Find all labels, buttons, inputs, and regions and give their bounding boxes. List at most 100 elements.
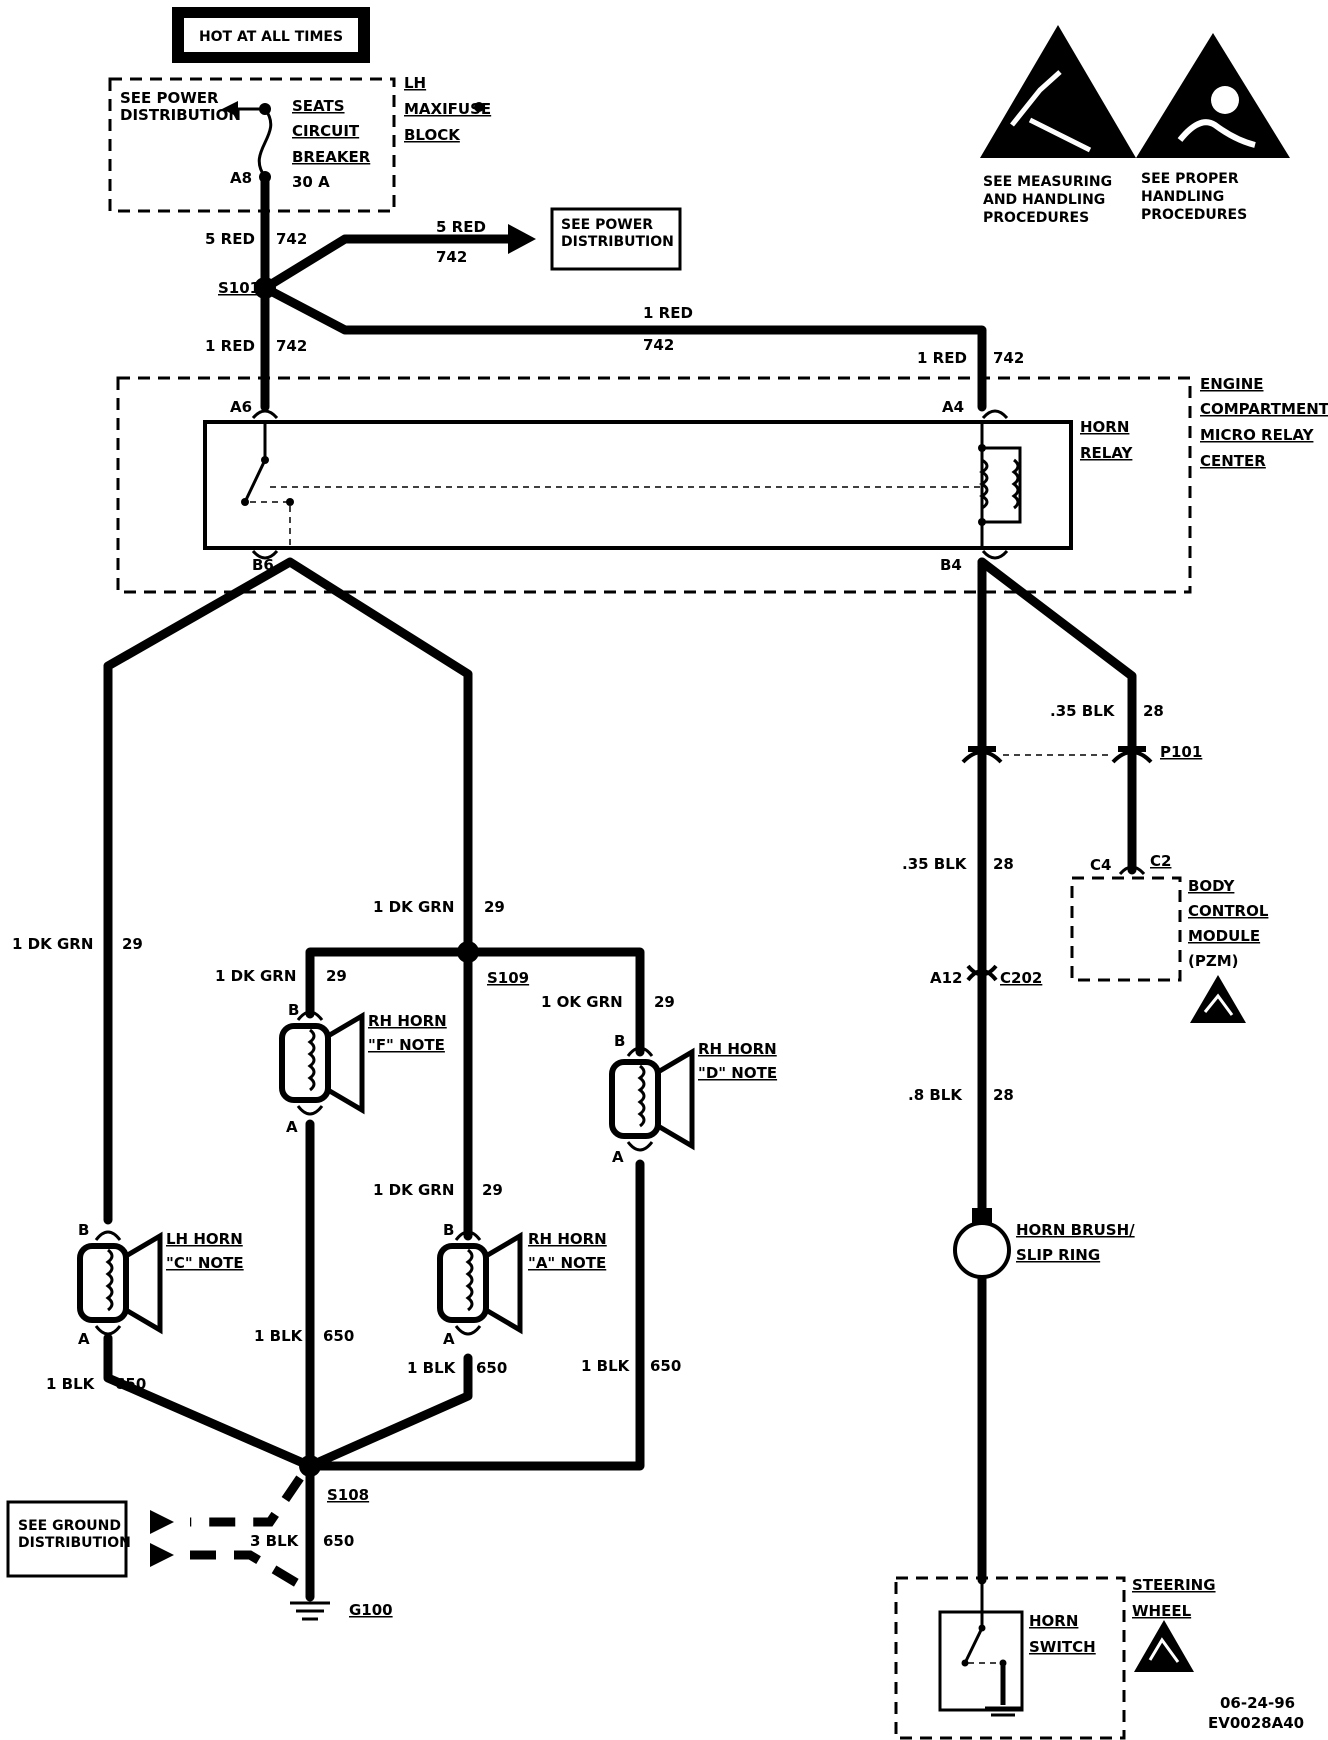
svg-text:ENGINE: ENGINE	[1200, 375, 1264, 393]
svg-text:S108: S108	[327, 1486, 369, 1504]
svg-text:650: 650	[323, 1327, 354, 1345]
svg-text:1 BLK: 1 BLK	[254, 1327, 304, 1345]
svg-text:MODULE: MODULE	[1188, 927, 1260, 945]
svg-text:SEATS: SEATS	[292, 97, 345, 115]
svg-text:.35 BLK: .35 BLK	[902, 855, 968, 873]
svg-text:RH HORN: RH HORN	[528, 1230, 607, 1248]
svg-text:BLOCK: BLOCK	[404, 126, 461, 144]
svg-text:B: B	[614, 1032, 625, 1050]
svg-text:1 DK GRN: 1 DK GRN	[373, 898, 454, 916]
svg-text:DISTRIBUTION: DISTRIBUTION	[120, 106, 241, 124]
svg-text:A: A	[443, 1330, 455, 1348]
splice-s101	[254, 277, 276, 299]
lh-horn-c: B A LH HORN "C" NOTE	[77, 1221, 244, 1348]
svg-text:A12: A12	[930, 969, 962, 987]
wire-label-grn-f: 1 DK GRN 29	[215, 967, 347, 985]
drawing-code: 06-24-96 EV0028A40	[1208, 1694, 1304, 1732]
svg-text:C4: C4	[1090, 856, 1111, 874]
svg-text:RELAY: RELAY	[1080, 444, 1134, 462]
svg-text:S101: S101	[218, 279, 260, 297]
svg-text:.35 BLK: .35 BLK	[1050, 702, 1116, 720]
maxifuse-block: SEE POWER DISTRIBUTION A8 SEATS CIRCUIT …	[108, 74, 491, 213]
wire-label-blk-lh: 1 BLK 650	[46, 1375, 146, 1393]
svg-text:SEE MEASURING: SEE MEASURING	[983, 174, 1112, 190]
wire-label-grn-d: 1 OK GRN 29	[541, 993, 675, 1011]
svg-text:AND HANDLING: AND HANDLING	[983, 192, 1105, 208]
svg-text:06-24-96: 06-24-96	[1220, 1694, 1295, 1712]
svg-text:1 OK GRN: 1 OK GRN	[541, 993, 623, 1011]
splice-s108	[299, 1455, 321, 1477]
wire-label-blk-d: 1 BLK 650	[581, 1357, 681, 1375]
svg-text:3 BLK: 3 BLK	[250, 1532, 300, 1550]
svg-text:PROCEDURES: PROCEDURES	[1141, 207, 1247, 223]
svg-text:B: B	[443, 1221, 454, 1239]
wire-label-grn-a: 1 DK GRN 29	[373, 1181, 503, 1199]
feed-wires: S101	[218, 172, 987, 412]
svg-text:29: 29	[484, 898, 505, 916]
rh-horn-d: B A RH HORN "D" NOTE	[609, 1032, 777, 1166]
svg-text:"A" NOTE: "A" NOTE	[528, 1254, 606, 1272]
horn-feed-wires: S109	[103, 557, 645, 1241]
svg-text:1 DK GRN: 1 DK GRN	[373, 1181, 454, 1199]
svg-text:PROCEDURES: PROCEDURES	[983, 210, 1089, 226]
svg-text:742: 742	[993, 349, 1024, 367]
svg-text:SEE POWER: SEE POWER	[120, 89, 219, 107]
svg-text:29: 29	[654, 993, 675, 1011]
hot-at-all-times-banner: HOT AT ALL TIMES	[172, 7, 370, 63]
svg-text:SEE PROPER: SEE PROPER	[1141, 171, 1239, 187]
ground-g100-icon: G100	[290, 1601, 393, 1621]
connector-c202: C202	[1000, 969, 1042, 987]
svg-text:1 BLK: 1 BLK	[581, 1357, 631, 1375]
svg-text:MICRO RELAY: MICRO RELAY	[1200, 426, 1315, 444]
svg-text:30 A: 30 A	[292, 173, 330, 191]
svg-text:742: 742	[643, 336, 674, 354]
rh-horn-a: B A RH HORN "A" NOTE	[437, 1221, 607, 1348]
svg-text:29: 29	[326, 967, 347, 985]
svg-text:HORN: HORN	[1029, 1612, 1078, 1630]
svg-text:5 RED: 5 RED	[205, 230, 255, 248]
svg-text:"F" NOTE: "F" NOTE	[368, 1036, 445, 1054]
wire-label-1red-c: 1 RED 742	[917, 349, 1024, 367]
svg-text:5 RED: 5 RED	[436, 218, 486, 236]
wire-label-1red-a: 1 RED 742	[205, 337, 307, 355]
svg-text:650: 650	[115, 1375, 146, 1393]
rh-horn-f: B A RH HORN "F" NOTE	[279, 1001, 447, 1136]
horn-switch: HORN SWITCH	[938, 1580, 1096, 1717]
svg-text:"C" NOTE: "C" NOTE	[166, 1254, 244, 1272]
bcm-esd-icon	[1190, 975, 1246, 1023]
svg-text:1 RED: 1 RED	[205, 337, 255, 355]
wire-label-blk-f: 1 BLK 650	[254, 1327, 354, 1345]
horn-relay: HORN RELAY A6 A4 B6 B4	[203, 398, 1134, 574]
svg-text:WHEEL: WHEEL	[1132, 1602, 1192, 1620]
wire-label-5red-b: 5 RED 742	[436, 218, 486, 266]
svg-text:28: 28	[993, 855, 1014, 873]
fuse-pin-a8: A8	[230, 169, 252, 187]
svg-text:1 RED: 1 RED	[643, 304, 693, 322]
svg-text:28: 28	[993, 1086, 1014, 1104]
wire-label-1red-b: 1 RED 742	[643, 304, 693, 354]
power-distribution-box: SEE POWER DISTRIBUTION	[550, 207, 682, 271]
wire-label-blk-g: 3 BLK 650	[250, 1532, 354, 1550]
svg-text:1 DK GRN: 1 DK GRN	[215, 967, 296, 985]
svg-text:A: A	[612, 1148, 624, 1166]
svg-text:EV0028A40: EV0028A40	[1208, 1714, 1304, 1732]
svg-text:HOT AT ALL TIMES: HOT AT ALL TIMES	[199, 29, 343, 45]
svg-text:1 RED: 1 RED	[917, 349, 967, 367]
micro-relay-center: ENGINE COMPARTMENT MICRO RELAY CENTER	[116, 375, 1328, 594]
svg-text:28: 28	[1143, 702, 1164, 720]
horn-ground-wires: S108	[103, 1119, 645, 1602]
wire-label-5red-a: 5 RED 742	[205, 230, 307, 248]
svg-text:742: 742	[276, 230, 307, 248]
svg-text:MAXIFUSE: MAXIFUSE	[404, 100, 491, 118]
wire-label-grn-mid: 1 DK GRN 29	[373, 898, 505, 916]
svg-text:STEERING: STEERING	[1132, 1576, 1216, 1594]
wire-label-blk-a: 1 BLK 650	[407, 1359, 507, 1377]
svg-text:B: B	[78, 1221, 89, 1239]
horn-slip-ring: HORN BRUSH/ SLIP RING	[953, 1208, 1135, 1279]
airbag-warning-icon: SEE PROPER HANDLING PROCEDURES	[1136, 33, 1290, 223]
svg-text:COMPARTMENT: COMPARTMENT	[1200, 400, 1328, 418]
esd-warning-icon: SEE MEASURING AND HANDLING PROCEDURES	[980, 25, 1136, 226]
svg-text:650: 650	[476, 1359, 507, 1377]
svg-text:RH HORN: RH HORN	[368, 1012, 447, 1030]
